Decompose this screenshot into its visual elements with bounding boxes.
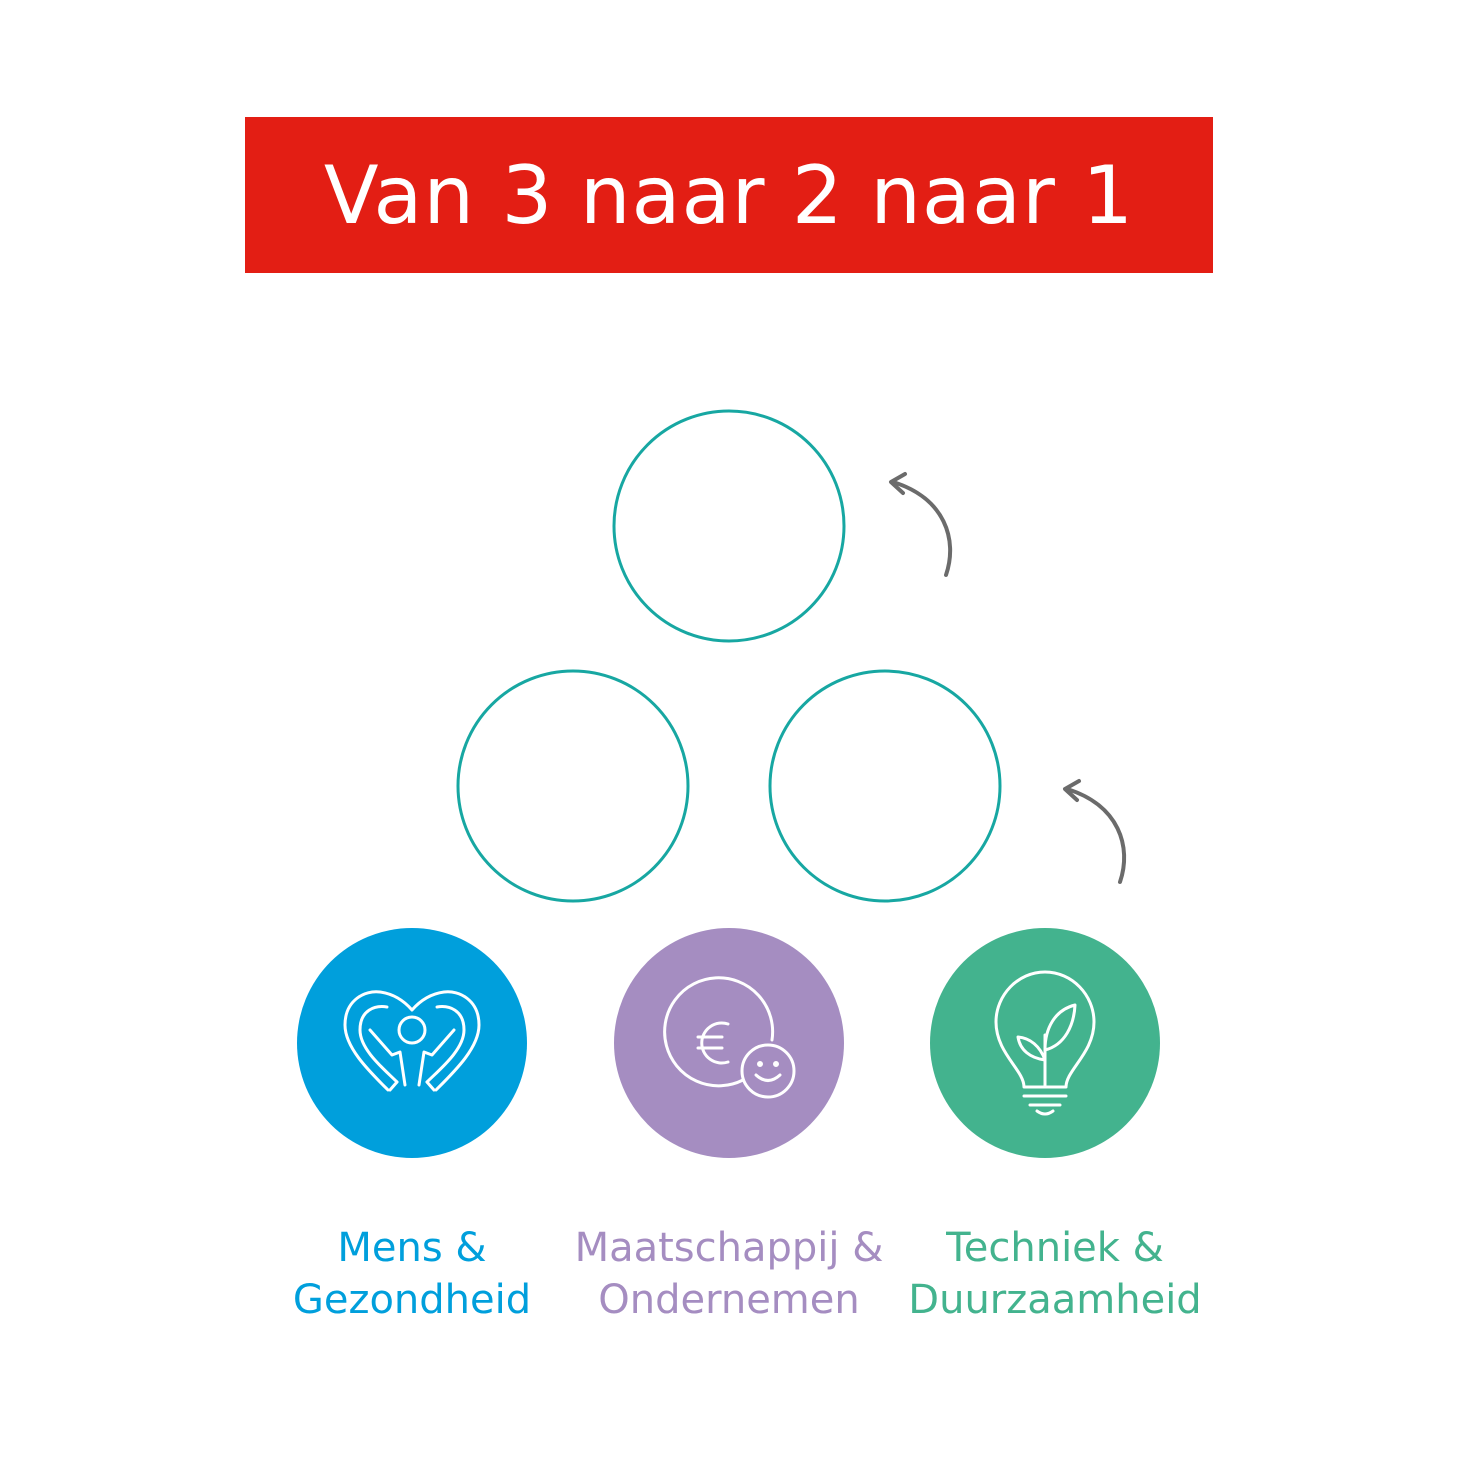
ring-top xyxy=(612,409,846,643)
category-label-maatschappij: Maatschappij & Ondernemen xyxy=(559,1222,899,1326)
arrow-up-icon xyxy=(889,472,953,577)
category-label-line1: Techniek & xyxy=(946,1225,1164,1271)
category-label-line2: Duurzaamheid xyxy=(908,1277,1202,1323)
category-label-mens: Mens & Gezondheid xyxy=(262,1222,562,1326)
category-label-line1: Maatschappij & xyxy=(574,1225,884,1271)
category-label-line2: Gezondheid xyxy=(292,1277,532,1323)
category-label-line2: Ondernemen xyxy=(598,1277,860,1323)
ring-middle-right xyxy=(768,669,1002,903)
category-circle-maatschappij xyxy=(614,928,844,1158)
page-title: Van 3 naar 2 naar 1 xyxy=(323,148,1135,242)
heart-person-icon xyxy=(343,990,481,1092)
euro-smiley-icon xyxy=(663,976,796,1099)
arrow-up-icon xyxy=(1063,779,1127,884)
category-label-line1: Mens & xyxy=(337,1225,487,1271)
lightbulb-plant-icon xyxy=(994,970,1096,1116)
title-banner: Van 3 naar 2 naar 1 xyxy=(245,117,1213,273)
category-label-techniek: Techniek & Duurzaamheid xyxy=(895,1222,1215,1326)
ring-middle-left xyxy=(456,669,690,903)
